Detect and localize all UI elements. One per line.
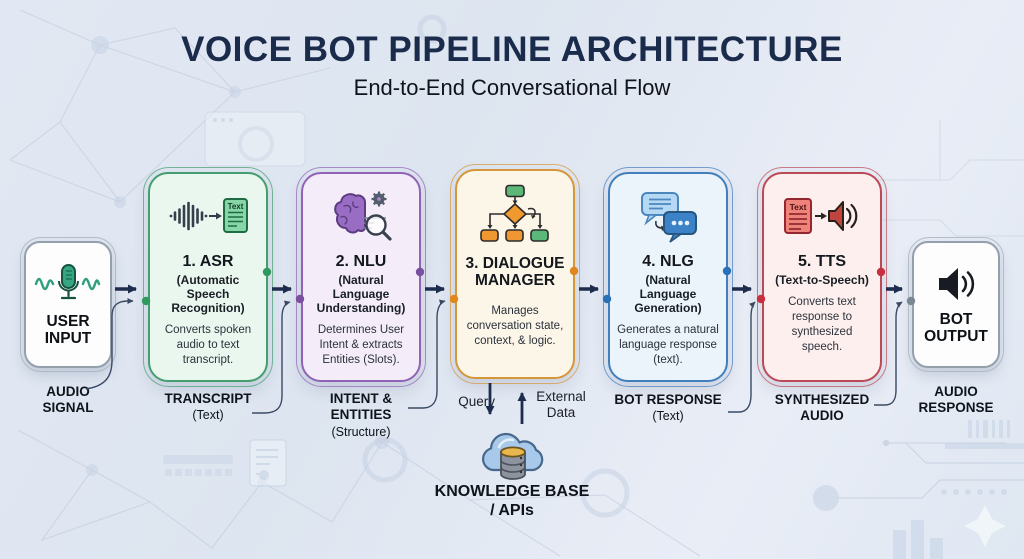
stage-subtitle: (Natural Language Understanding) (316, 272, 406, 316)
stage-box-dialogue-manager: 3. DIALOGUE MANAGER Manages conversation… (450, 164, 580, 384)
page-title: VOICE BOT PIPELINE ARCHITECTURE (181, 30, 843, 69)
audio-signal-label: AUDIO SIGNAL (42, 384, 94, 416)
svg-text:Text: Text (228, 202, 244, 211)
stage-title: 5. TTS (797, 253, 846, 270)
synthesized-audio-label: SYNTHESIZED AUDIO (774, 392, 870, 424)
page-subtitle: End-to-End Conversational Flow (353, 75, 671, 100)
knowledge-base-label: KNOWLEDGE BASE / APIs (434, 483, 590, 520)
stage-box-tts: Text 5. TTS (Text-to-Speech) Converts te… (757, 167, 887, 387)
intent-entities-label: INTENT & ENTITIES (Structure) (329, 391, 393, 439)
stage-description: Manages conversation state, context, & l… (466, 304, 564, 347)
user-input-label: USER INPUT (44, 312, 92, 347)
bot-output-label: BOT OUTPUT (924, 310, 988, 345)
svg-text:Text: Text (790, 202, 807, 212)
stage-description: Converts text response to synthesized sp… (788, 296, 856, 353)
cloud-database-icon (482, 432, 544, 480)
external-data-label: External Data (536, 389, 586, 420)
stage-subtitle: (Natural Language Generation) (634, 272, 702, 316)
stage-title: 1. ASR (182, 253, 234, 270)
brain-search-icon (326, 186, 396, 248)
chat-bubbles-icon (636, 186, 700, 248)
bot-output-box: BOT OUTPUT (908, 237, 1004, 372)
stage-subtitle: (Text-to-Speech) (775, 272, 869, 287)
stage-subtitle: (Automatic Speech Recognition) (171, 272, 245, 316)
transcript-label: TRANSCRIPT (Text) (164, 391, 252, 423)
bot-response-label: BOT RESPONSE (Text) (614, 392, 722, 424)
stage-box-nlu: 2. NLU (Natural Language Understanding) … (296, 167, 426, 387)
stage-description: Converts spoken audio to text transcript… (164, 324, 252, 367)
stage-box-nlg: 4. NLG (Natural Language Generation) Gen… (603, 167, 733, 387)
text-to-speaker-icon: Text (782, 186, 862, 248)
audio-response-label: AUDIO RESPONSE (918, 384, 994, 416)
waveform-to-text-icon: Text (168, 186, 248, 248)
user-input-box: USER INPUT (20, 237, 116, 372)
speaker-icon (939, 267, 975, 300)
stage-description: Determines User Intent & extracts Entiti… (317, 324, 405, 367)
query-label: Query (458, 394, 495, 409)
stage-title: 2. NLU (335, 253, 387, 270)
stage-title: 4. NLG (642, 253, 694, 270)
microphone-icon (34, 263, 101, 299)
stage-title: 3. DIALOGUE MANAGER (465, 255, 565, 290)
stage-description: Generates a natural language response (t… (617, 324, 719, 367)
flowchart-icon (476, 183, 554, 245)
stage-box-asr: Text 1. ASR (Automatic Speech Recognitio… (143, 167, 273, 387)
